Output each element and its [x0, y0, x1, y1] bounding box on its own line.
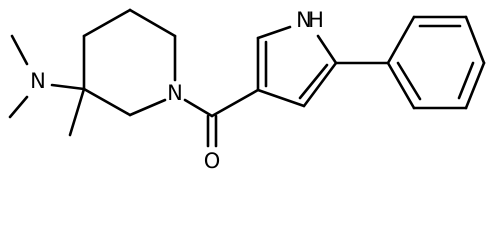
- bond-pyrrole-c2-to-n1: [256, 25, 292, 40]
- atom-label-piperidine-n: N: [167, 81, 183, 105]
- atom-label-carbonyl-o: O: [204, 149, 221, 173]
- bond-c5-to-c6: [128, 8, 177, 38]
- bond-phenyl-c6-c1: [386, 61, 416, 110]
- bond-piperidine-n-to-c2: [128, 98, 167, 117]
- atom-label-pyrrole-h: H: [308, 8, 324, 32]
- bond-phenyl-inner-double-right: [457, 61, 475, 100]
- bond-piperidine-n-to-carbonyl-c: [183, 98, 214, 118]
- bond-phenyl-c3-c4: [464, 15, 486, 65]
- bond-pyrrole-c5-c4-inner-double: [298, 63, 329, 100]
- bond-phenyl-inner-double-lower-left: [396, 61, 422, 101]
- bond-methyl-lower-to-amine-n: [8, 95, 29, 119]
- bond-lines: [8, 8, 486, 148]
- bond-pyrrole-n1-to-c5: [316, 34, 338, 65]
- bond-carbonyl-c-to-pyrrole-c3: [210, 88, 260, 118]
- bond-methyl-upper-to-amine-n: [10, 34, 29, 66]
- bond-pyrrole-c5-to-c4: [302, 61, 338, 108]
- bond-phenyl-c1-c2: [386, 15, 416, 65]
- bond-phenyl-c4-c5: [464, 61, 486, 110]
- atom-label-amine-n: N: [30, 69, 46, 93]
- bond-amine-n-to-c3: [50, 83, 86, 91]
- bond-c3-to-methyl: [68, 87, 86, 137]
- atom-label-pyrrole-n: N: [296, 8, 312, 32]
- bond-c2-to-c3: [82, 87, 132, 117]
- bond-c4-to-c5: [82, 8, 132, 38]
- bond-pyrrole-c4-to-c3: [256, 88, 306, 108]
- molecule-structure-diagram: N N O N H: [8, 8, 486, 173]
- atom-labels: N N O N H: [30, 8, 324, 173]
